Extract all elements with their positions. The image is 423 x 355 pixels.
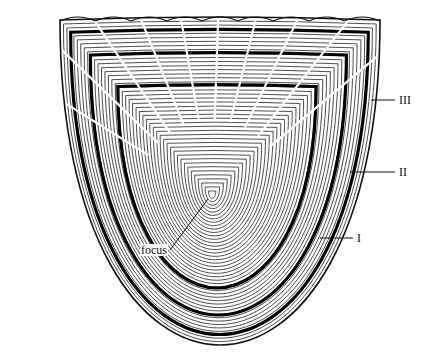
radius-groove [115,0,184,125]
leader-line [350,172,395,173]
circulus-ring [153,126,277,253]
circulus-ring [198,179,227,209]
radius-groove [258,0,372,136]
scale-scallop [60,17,96,21]
scale-outline [60,17,380,345]
circulus-ring [122,90,311,284]
radius-groove [230,0,275,122]
circulus-ring [174,151,254,233]
circulus-ring [91,53,346,314]
circulus-ring [157,130,273,249]
radius-groove [167,0,199,121]
circulus-ring [67,25,372,338]
scale-scallop [96,17,132,21]
annulus-label: III [398,94,412,106]
leader-lines [170,100,395,250]
scale-rings [60,17,380,345]
circulus-ring [177,155,250,230]
scale-radii [0,0,411,155]
circulus-ring [63,21,376,342]
scale-scallop [344,17,380,21]
scale-scallop [167,17,203,21]
circulus-ring [126,94,308,280]
circulus-ring [101,66,334,305]
circulus-ring [146,118,284,260]
scale-scallop [309,17,345,21]
leader-line [371,100,395,101]
annulus-band [71,29,369,334]
circulus-ring [70,29,368,335]
circulus-ring [171,146,258,235]
radius-groove [215,0,221,120]
scale-scallop [273,17,309,21]
circulus-ring [195,175,231,212]
circulus-ring [209,191,216,198]
circulus-ring [74,33,365,331]
circulus-ring [77,37,361,328]
circulus-ring [202,183,224,205]
radius-groove [25,14,158,143]
scale-scallop [202,17,238,21]
annulus-label: II [398,166,408,178]
part-label: focus [140,244,168,256]
circulus-ring [115,82,319,291]
scale-scallop [131,17,167,21]
leader-line [170,199,208,250]
radius-groove [269,28,411,147]
circulus-ring [181,159,246,226]
annulus-label: I [356,232,362,244]
annulus-band [118,85,316,288]
circulus-ring [139,110,292,267]
radius-groove [0,57,148,155]
leader-line [320,238,353,239]
radius-groove [67,0,170,133]
circulus-ring [150,122,281,256]
circulus-ring [81,41,357,324]
